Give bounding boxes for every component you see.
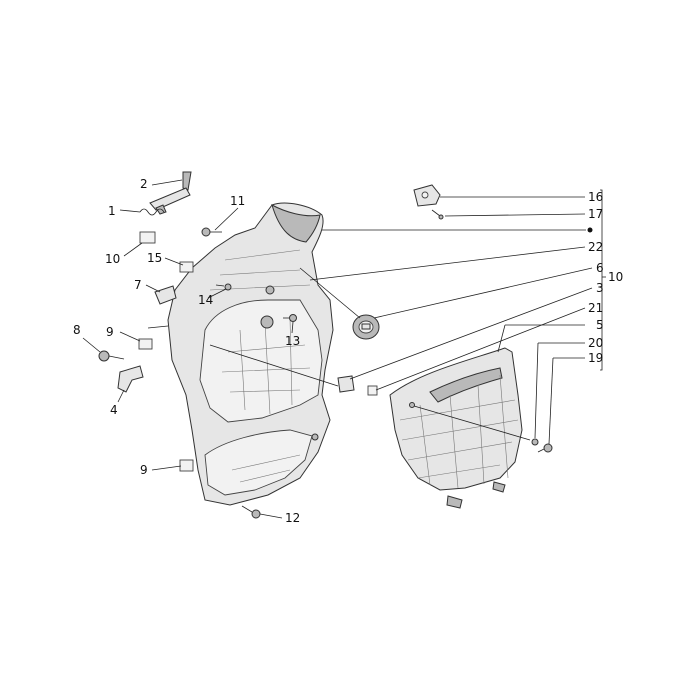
glove-box-door	[389, 347, 523, 491]
callout-16: 15	[147, 251, 162, 265]
door-hinge-left	[446, 495, 463, 509]
callout-17: 16	[588, 190, 603, 204]
callout-5: 5	[596, 318, 604, 332]
plate-17	[413, 184, 441, 207]
callout-3: 3	[596, 281, 604, 295]
screw-12	[201, 227, 222, 237]
clip-11	[139, 231, 156, 244]
callout-18: 17	[588, 207, 603, 221]
mount-boss-lower	[311, 433, 319, 441]
callout-22: 22	[588, 240, 603, 254]
callout-8: 8	[73, 323, 81, 337]
mount-boss-mid	[265, 285, 275, 295]
clip-21	[367, 385, 378, 396]
callout-10: 10	[608, 270, 623, 284]
callout-15: 14	[198, 293, 213, 307]
callout-7: 7	[134, 278, 142, 292]
screw-18	[431, 209, 444, 220]
callout-21: 21	[588, 301, 603, 315]
clip-3	[337, 375, 355, 393]
callout-11: 10	[105, 252, 120, 266]
clip-9-lower	[179, 459, 194, 472]
bag-hook	[149, 171, 192, 215]
spring	[139, 208, 165, 216]
screw-19	[537, 443, 553, 453]
callout-labels: 2 1 11 10 15 7 14 9 8 4 9 12 13 16 17 22…	[73, 177, 623, 525]
leg-shield-panel	[167, 202, 334, 506]
lock-cylinder	[352, 314, 380, 340]
callout-9-lower: 9	[140, 463, 148, 477]
door-hole	[409, 402, 415, 408]
bullet-dot	[587, 227, 593, 233]
door-hinge-right	[492, 481, 506, 493]
clip-9-upper	[138, 338, 153, 350]
callout-12: 11	[230, 194, 245, 208]
bracket-4	[117, 365, 144, 393]
screw-8	[98, 350, 125, 362]
callout-4: 4	[110, 403, 118, 417]
screw-20	[531, 438, 539, 446]
callout-19: 19	[588, 351, 603, 365]
clip-16	[179, 261, 194, 273]
mount-boss-upper	[260, 315, 274, 329]
bracket-7	[154, 285, 177, 305]
callout-20: 20	[588, 336, 603, 350]
callout-6: 6	[596, 261, 604, 275]
screw-15	[215, 283, 232, 291]
screw-13	[241, 505, 261, 519]
pin-upper	[147, 325, 169, 329]
callout-13: 12	[285, 511, 300, 525]
screw-14	[283, 314, 297, 322]
callout-14: 13	[285, 334, 300, 348]
callout-1: 1	[108, 204, 116, 218]
leader-lines	[82, 179, 606, 519]
callout-9-upper: 9	[106, 325, 114, 339]
callout-2: 2	[140, 177, 148, 191]
